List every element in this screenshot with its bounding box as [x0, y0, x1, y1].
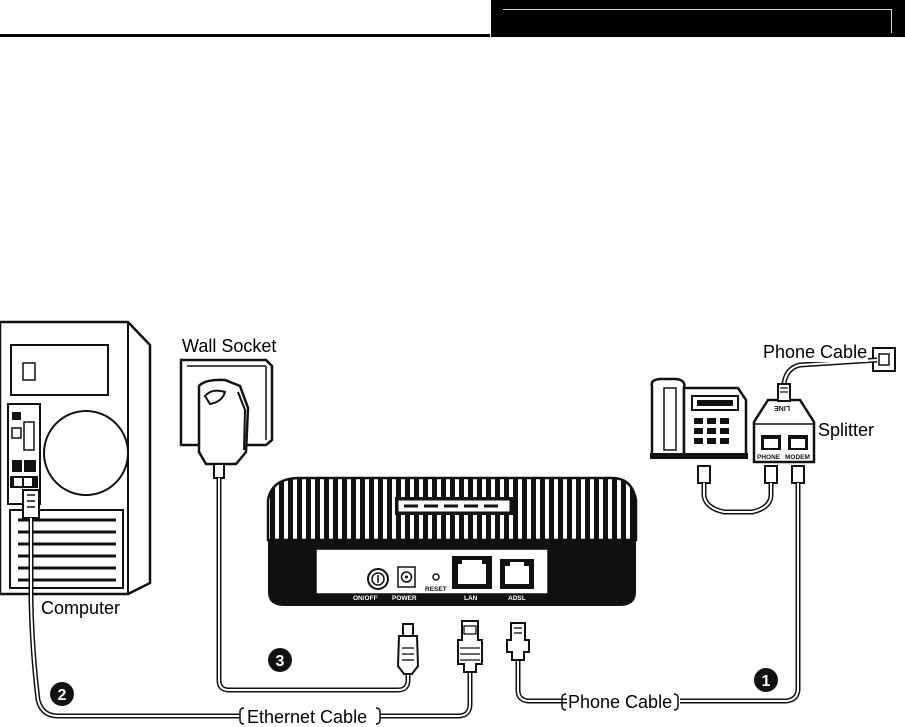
step-marker-1-label: 1 — [762, 673, 771, 690]
label-phone-cable-bottom: Phone Cable — [567, 692, 674, 712]
port-label-on-off: ON/OFF — [353, 595, 378, 602]
phone-cable-telephone — [697, 465, 778, 515]
label-phone-cable-top: Phone Cable — [762, 342, 869, 362]
router-illustration: ON/OFF POWER RESET LAN ADSL — [266, 476, 638, 606]
phone-cable-line — [777, 357, 878, 402]
power-adapter — [197, 378, 250, 479]
header-bar-line — [503, 9, 891, 10]
port-label-lan: LAN — [464, 595, 478, 602]
label-splitter: Splitter — [817, 420, 876, 440]
splitter-port-line: LINE — [774, 404, 790, 411]
label-wall-socket: Wall Socket — [181, 336, 278, 356]
label-computer: Computer — [40, 598, 122, 618]
phone-cable-modem — [506, 465, 805, 704]
header-rule — [0, 34, 490, 37]
step-marker-1: 1 — [754, 668, 778, 692]
port-label-power: POWER — [392, 595, 417, 602]
label-ethernet-cable: Ethernet Cable — [246, 707, 369, 727]
power-cable — [216, 478, 420, 693]
splitter-port-modem: MODEM — [785, 454, 810, 461]
port-label-reset: RESET — [425, 586, 447, 593]
telephone-illustration — [650, 377, 748, 459]
splitter-illustration: LINE PHONE MODEM — [752, 398, 816, 464]
ethernet-plug-computer — [22, 489, 40, 519]
step-marker-2: 2 — [50, 682, 74, 706]
computer-illustration — [0, 320, 152, 596]
header-bar-tick — [891, 9, 892, 33]
header-bar — [491, 0, 905, 37]
step-marker-3-label: 3 — [276, 653, 285, 670]
step-marker-3: 3 — [268, 648, 292, 672]
port-label-adsl: ADSL — [508, 595, 526, 602]
label-braces — [239, 693, 679, 725]
splitter-port-phone: PHONE — [757, 454, 781, 461]
ethernet-cable — [28, 518, 483, 719]
step-marker-2-label: 2 — [58, 687, 67, 704]
